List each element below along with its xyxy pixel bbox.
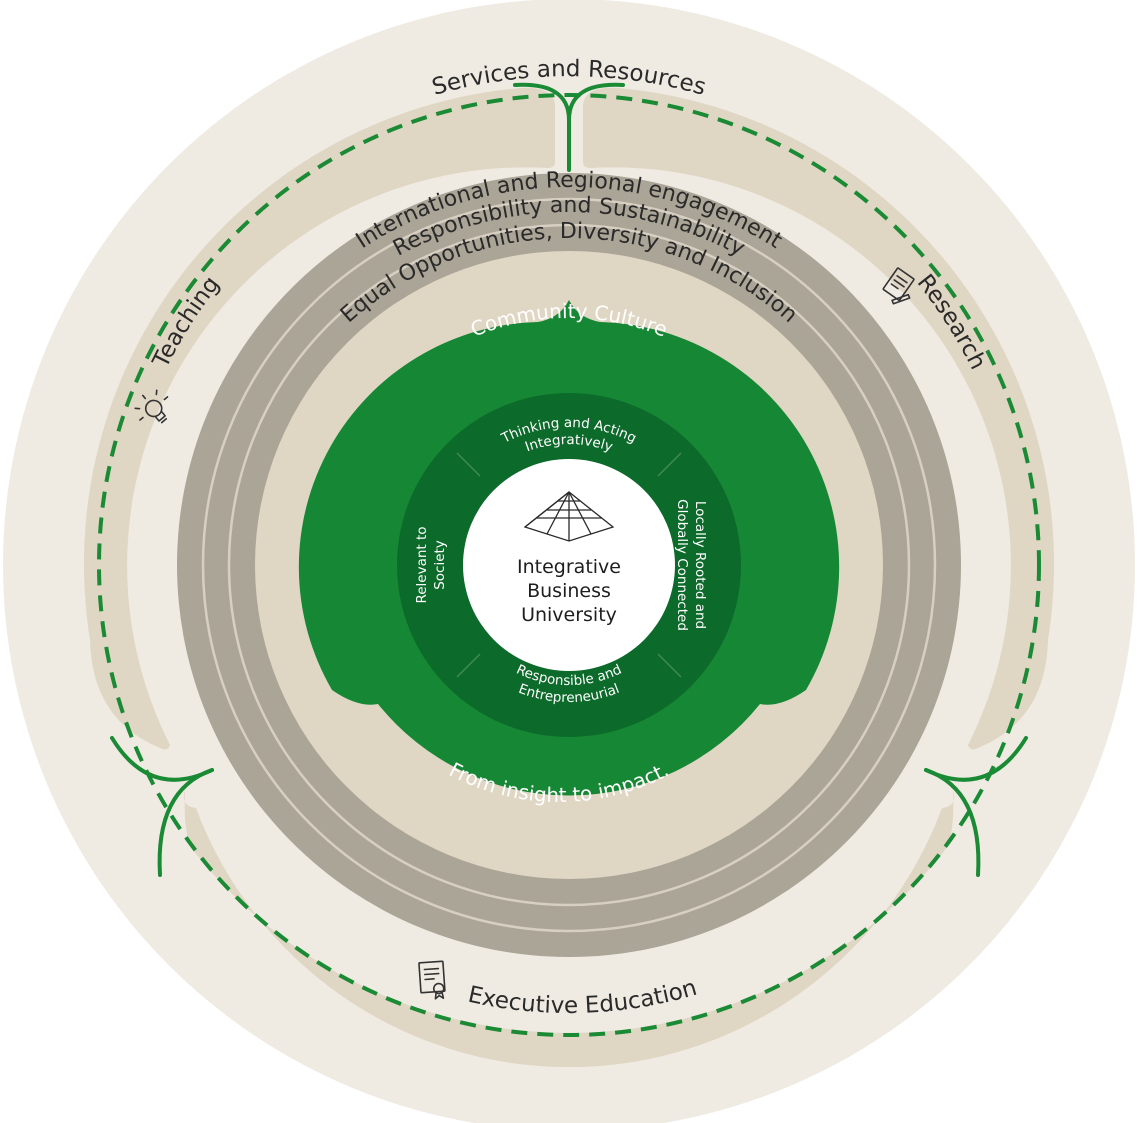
teaching-segment — [83, 87, 555, 750]
svg-text:Integratively: Integratively — [523, 432, 615, 455]
principle-left-line1: Relevant to — [414, 526, 430, 603]
segment-connectors — [110, 82, 1028, 877]
principle-top-line2: Integratively — [523, 432, 615, 455]
lightbulb-icon — [134, 389, 169, 424]
segment-panels — [83, 87, 1055, 1068]
certificate-icon — [418, 960, 446, 1000]
principles-dividers — [456, 452, 682, 678]
center-line-2: Business — [527, 580, 611, 602]
principle-left-line2: Society — [432, 540, 448, 590]
research-segment — [583, 87, 1055, 750]
center-line-3: University — [521, 604, 617, 626]
dashed-connector-ring — [97, 93, 1041, 1037]
principle-right-line2: Globally Connected — [674, 499, 690, 631]
pyramid-grid-icon — [523, 491, 615, 542]
principle-right-line1: Locally Rooted and — [692, 501, 708, 629]
document-pen-icon — [882, 267, 915, 305]
center-circle — [463, 459, 675, 671]
center-line-1: Integrative — [517, 556, 621, 578]
executive-education-segment — [183, 790, 955, 1068]
principle-left: Relevant to Society — [414, 526, 448, 603]
principle-right: Locally Rooted and Globally Connected — [674, 499, 708, 631]
